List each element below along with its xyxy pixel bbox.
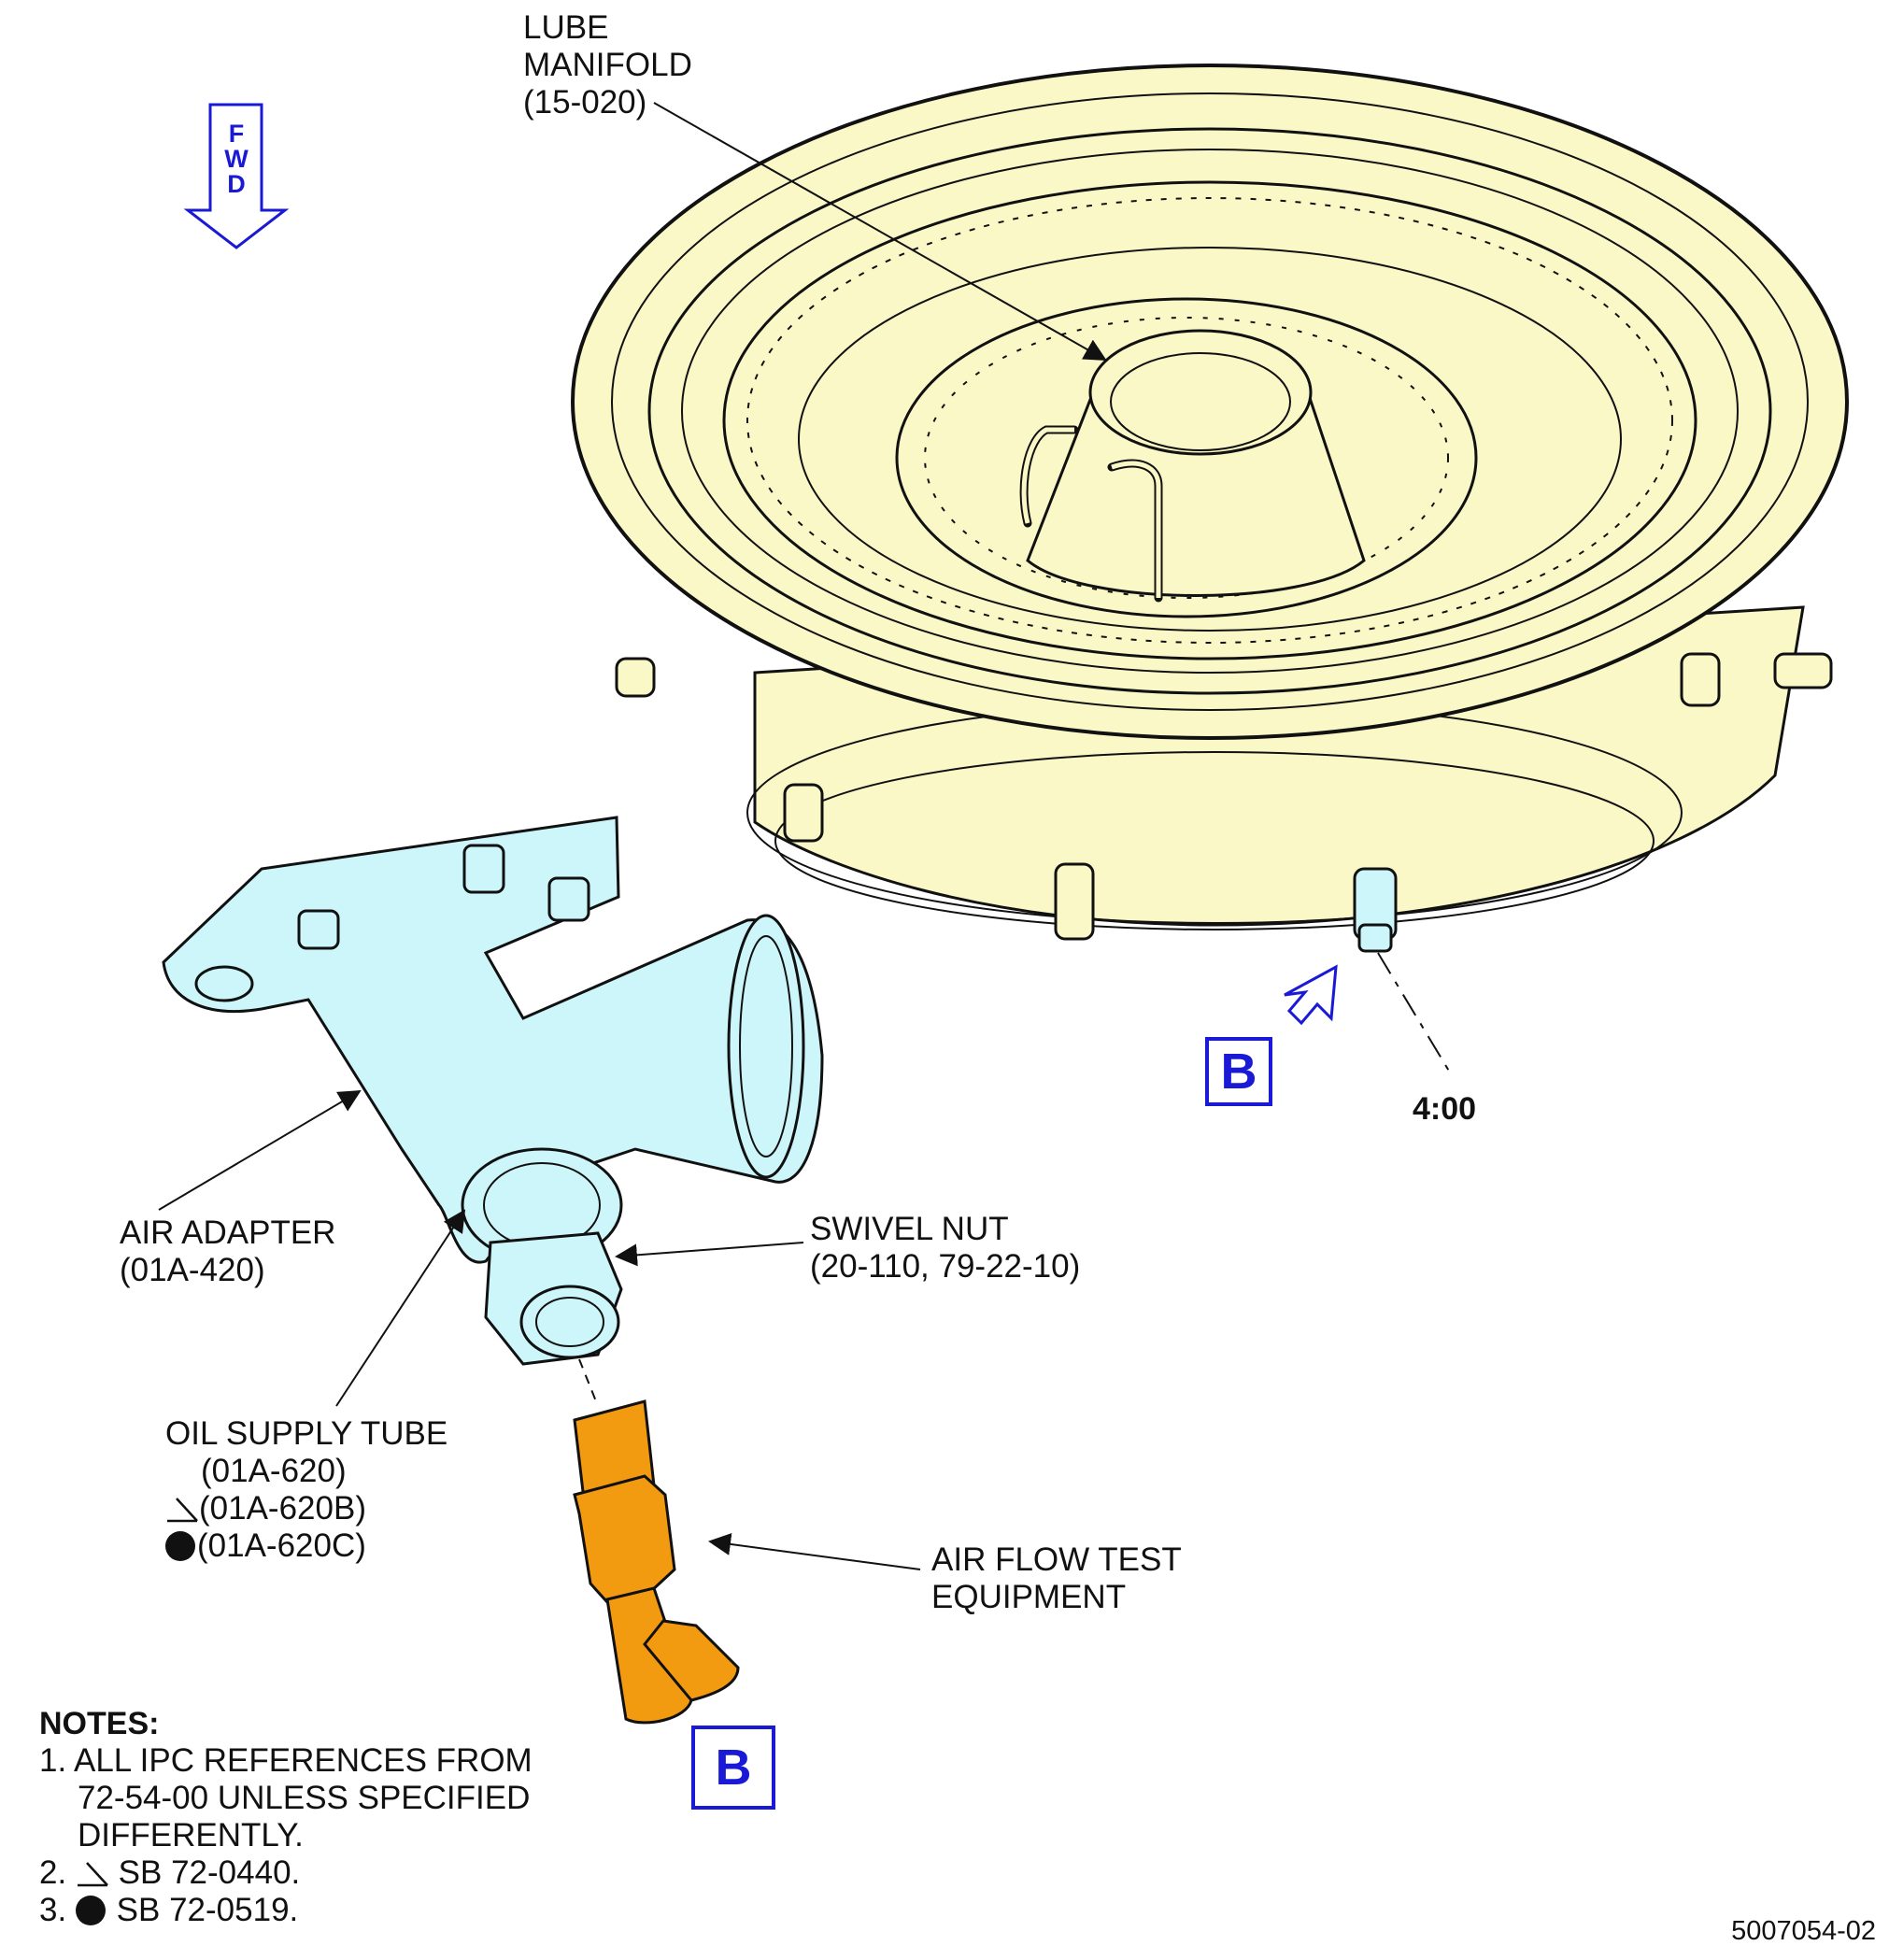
label-swivel-nut: SWIVEL NUT (20-110, 79-22-10): [810, 1211, 1081, 1285]
sb-0440-triangle-icon: [77, 1862, 108, 1887]
note-3: 3. SB 72-0519.: [39, 1892, 299, 1928]
view-direction-arrow-icon: [1284, 964, 1338, 1026]
note-1-line-2: 72-54-00 UNLESS SPECIFIED: [78, 1780, 531, 1816]
label-air-adapter: AIR ADAPTER (01A-420): [120, 1214, 336, 1288]
note-1-line-1: 1. ALL IPC REFERENCES FROM: [39, 1742, 533, 1779]
label-air-flow-test-equipment: AIR FLOW TEST EQUIPMENT: [931, 1541, 1182, 1615]
note-1-line-3: DIFFERENTLY.: [78, 1817, 304, 1853]
view-marker-b: B: [1205, 1037, 1272, 1106]
turbine-frame-housing: [571, 64, 1849, 953]
air-flow-test-equipment-part: [573, 1358, 740, 1725]
notes-title: NOTES:: [39, 1706, 160, 1741]
sb-0519-dot-icon: [165, 1531, 195, 1561]
clock-position-label: 4:00: [1413, 1091, 1477, 1127]
note-2: 2. SB 72-0440.: [39, 1854, 301, 1891]
label-oil-supply-tube: OIL SUPPLY TUBE (01A-620) (01A-620B) (01…: [165, 1415, 448, 1564]
figure-number: 5007054-02: [1731, 1916, 1876, 1946]
sb-0440-triangle-icon: [167, 1498, 198, 1523]
fwd-arrow-icon: [183, 103, 290, 249]
detail-marker-b: B: [691, 1726, 775, 1810]
fwd-letter: W: [224, 145, 249, 173]
fwd-letter: D: [227, 170, 246, 198]
leader-lines: [158, 102, 1451, 1570]
notes-block: NOTES: 1. ALL IPC REFERENCES FROM 72-54-…: [39, 1705, 533, 1929]
sb-0519-dot-icon: [75, 1896, 106, 1925]
air-adapter-part: [162, 816, 824, 1366]
fwd-letter: F: [228, 120, 245, 148]
label-lube-manifold: LUBE MANIFOLD (15-020): [523, 9, 692, 121]
fwd-indicator: F W D: [222, 121, 250, 197]
